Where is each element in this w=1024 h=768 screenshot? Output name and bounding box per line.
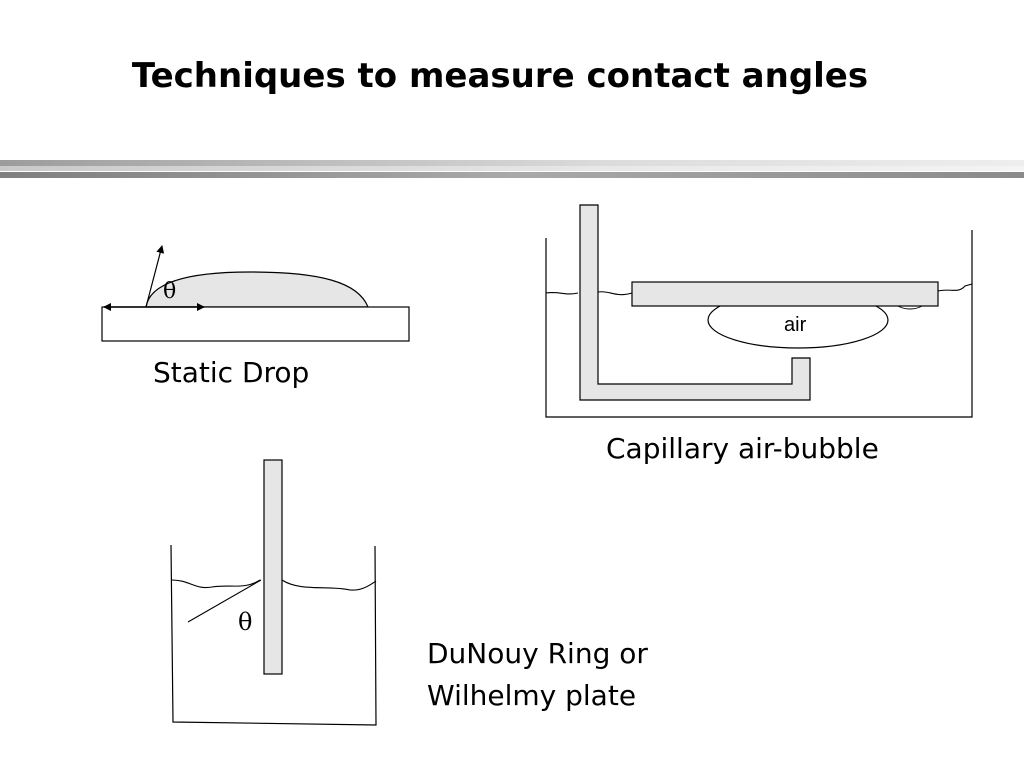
capillary-bubble-caption: Capillary air-bubble — [606, 432, 879, 465]
static-drop-caption: Static Drop — [153, 356, 310, 389]
theta-label: θ — [238, 608, 252, 636]
contact-angle-tangent — [187, 579, 262, 623]
container-walls — [545, 230, 973, 418]
wilhelmy-plate-diagram: θ — [170, 459, 377, 726]
wilhelmy-caption-line-1: DuNouy Ring or — [427, 637, 648, 670]
beaker-walls — [170, 544, 377, 726]
liquid-meniscus — [171, 579, 377, 591]
wilhelmy-caption-line-2: Wilhelmy plate — [427, 679, 637, 712]
tangent-arrow — [145, 245, 165, 308]
l-shaped-holder — [579, 204, 811, 401]
capillary-bubble-diagram: air — [545, 204, 973, 418]
sessile-drop — [145, 271, 369, 308]
theta-label: θ — [163, 279, 176, 304]
air-label: air — [784, 314, 807, 336]
title-divider-bottom — [0, 172, 1024, 178]
slide-title: Techniques to measure contact angles — [131, 56, 869, 96]
wilhelmy-caption: DuNouy Ring or Wilhelmy plate — [427, 633, 648, 717]
wilhelmy-plate — [263, 459, 283, 675]
sample-plate — [631, 281, 939, 307]
bubble-edge — [897, 305, 923, 310]
title-divider-middle — [0, 166, 1024, 171]
static-drop-diagram: θ — [101, 245, 410, 342]
solid-substrate — [101, 306, 410, 342]
liquid-surface — [545, 283, 973, 296]
title-divider-top — [0, 160, 1024, 166]
